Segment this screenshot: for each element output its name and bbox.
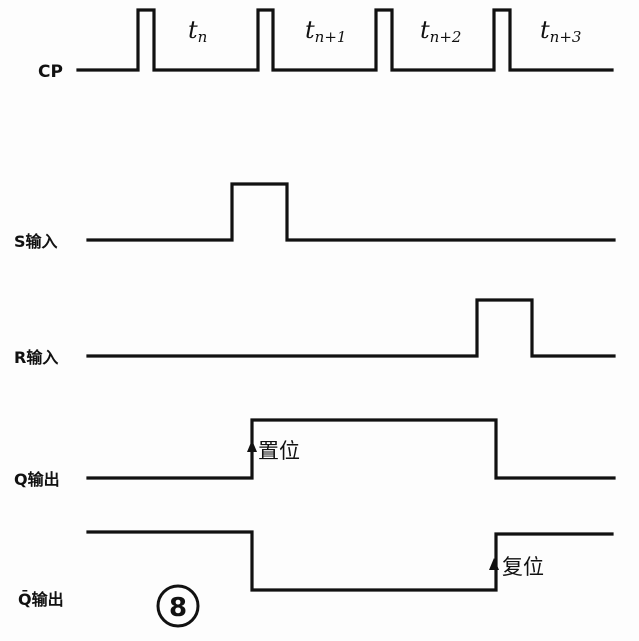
qbar-output-waveform [86, 530, 614, 592]
set-annotation: 置位 [258, 439, 300, 463]
reset-arrow-icon [489, 558, 499, 570]
cp-label: CP [38, 62, 63, 82]
set-arrow-icon [247, 440, 257, 452]
q-output-waveform [86, 418, 616, 480]
time-slot-tn: tn [188, 16, 207, 46]
time-slot-tn2: tn+2 [420, 16, 461, 46]
figure-number: 8 [169, 593, 187, 623]
q-output-label: Q输出 [14, 470, 60, 489]
qbar-output-label: Q̄输出 [18, 589, 64, 609]
reset-annotation: 复位 [502, 555, 544, 579]
cp-waveform [76, 8, 614, 72]
s-input-label: S输入 [14, 232, 58, 251]
r-input-waveform [86, 298, 616, 358]
time-slot-tn1: tn+1 [305, 16, 346, 46]
r-input-label: R输入 [14, 348, 58, 367]
s-input-waveform [86, 182, 616, 242]
time-slot-tn3: tn+3 [540, 16, 581, 46]
figure-number-circle [156, 584, 200, 628]
